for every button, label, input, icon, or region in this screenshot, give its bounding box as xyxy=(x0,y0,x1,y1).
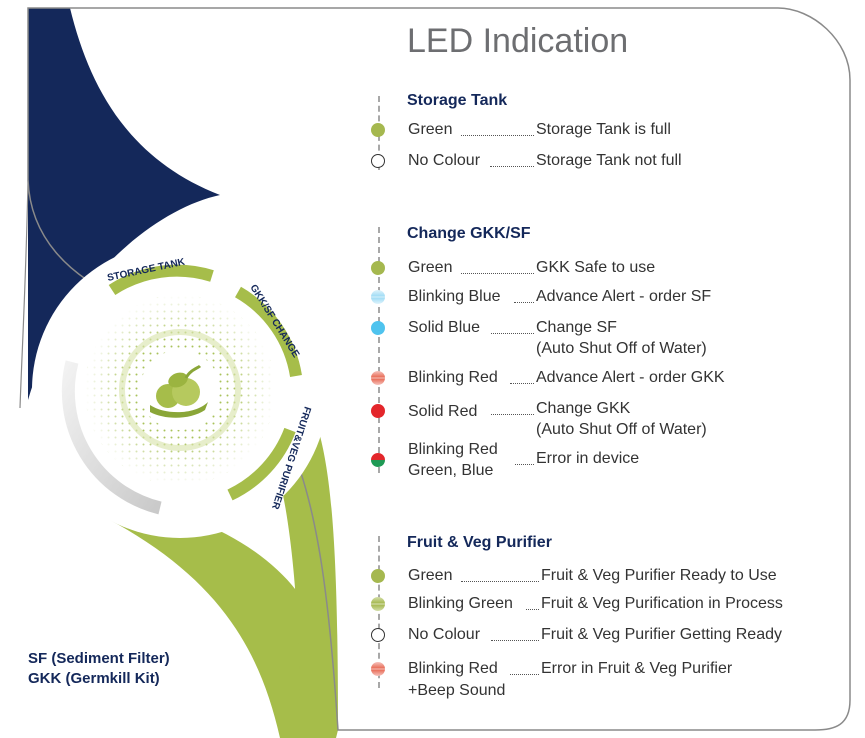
fruit-veg-icon xyxy=(150,364,208,418)
led-description: Change SF xyxy=(536,319,617,336)
leader-dots xyxy=(515,464,534,465)
section-heading-fruit-veg-purifier: Fruit & Veg Purifier xyxy=(407,534,552,551)
led-description: Fruit & Veg Purifier Ready to Use xyxy=(541,567,777,584)
green-led-icon xyxy=(371,569,385,583)
legend-gkk: GKK (Germkill Kit) xyxy=(28,670,160,687)
led-label: Green xyxy=(408,259,453,276)
leader-dots xyxy=(510,383,534,384)
blinking-blue-led-icon xyxy=(371,290,385,304)
green-led-icon xyxy=(371,261,385,275)
leader-dots xyxy=(526,609,539,610)
leader-dots xyxy=(461,581,539,582)
leader-dots xyxy=(491,640,539,641)
led-label: Solid Red xyxy=(408,403,478,420)
led-label: Blinking Red xyxy=(408,369,498,386)
leader-dots xyxy=(514,302,534,303)
led-label-secondary: Green, Blue xyxy=(408,462,494,479)
legend-sf: SF (Sediment Filter) xyxy=(28,650,170,667)
page-title: LED Indication xyxy=(407,22,629,60)
led-label: No Colour xyxy=(408,152,481,169)
led-label-secondary: +Beep Sound xyxy=(408,682,506,699)
led-description: Storage Tank is full xyxy=(536,121,671,138)
leader-dots xyxy=(461,135,534,136)
led-label: Solid Blue xyxy=(408,319,481,336)
blinking-red-led-icon xyxy=(371,371,385,385)
led-description: Error in device xyxy=(536,450,640,467)
solid-red-led-icon xyxy=(371,404,385,418)
led-label: Blinking Green xyxy=(408,595,513,612)
leader-dots xyxy=(491,333,534,334)
multicolour-led-icon xyxy=(371,453,385,467)
solid-blue-led-icon xyxy=(371,321,385,335)
green-swoosh xyxy=(110,520,338,738)
led-description: Storage Tank not full xyxy=(536,152,682,169)
led-description: Advance Alert - order SF xyxy=(536,288,712,305)
led-label: Green xyxy=(408,121,453,138)
storage-tank-arc xyxy=(108,264,214,296)
led-label: No Colour xyxy=(408,626,481,643)
leader-dots xyxy=(461,273,534,274)
leader-dots xyxy=(490,166,534,167)
led-description: Change GKK xyxy=(536,400,631,417)
led-label: Blinking Blue xyxy=(408,288,501,305)
leader-dots xyxy=(510,674,539,675)
section-heading-change-gkk-sf: Change GKK/SF xyxy=(407,225,531,242)
green-led-icon xyxy=(371,123,385,137)
blinking-red-led-icon xyxy=(371,662,385,676)
led-label: Blinking Red xyxy=(408,441,498,458)
blinking-green-led-icon xyxy=(371,597,385,611)
led-description: Fruit & Veg Purifier Getting Ready xyxy=(541,626,782,643)
led-description: Error in Fruit & Veg Purifier xyxy=(541,660,733,677)
connector-gkk xyxy=(378,227,380,473)
leader-dots xyxy=(491,414,534,415)
led-description: Fruit & Veg Purification in Process xyxy=(541,595,783,612)
led-description: Advance Alert - order GKK xyxy=(536,369,725,386)
grey-arc xyxy=(61,360,162,515)
led-description-note: (Auto Shut Off of Water) xyxy=(536,421,707,438)
no-colour-led-icon xyxy=(371,628,385,642)
led-description-note: (Auto Shut Off of Water) xyxy=(536,340,707,357)
led-label: Blinking Red xyxy=(408,660,498,677)
led-description: GKK Safe to use xyxy=(536,259,656,276)
no-colour-led-icon xyxy=(371,154,385,168)
fruit-veg-arc xyxy=(227,427,296,501)
navy-swoosh xyxy=(28,8,220,400)
connector-fruit xyxy=(378,536,380,688)
section-heading-storage-tank: Storage Tank xyxy=(407,92,508,109)
gkk-sf-arc xyxy=(234,286,302,378)
led-label: Green xyxy=(408,567,453,584)
